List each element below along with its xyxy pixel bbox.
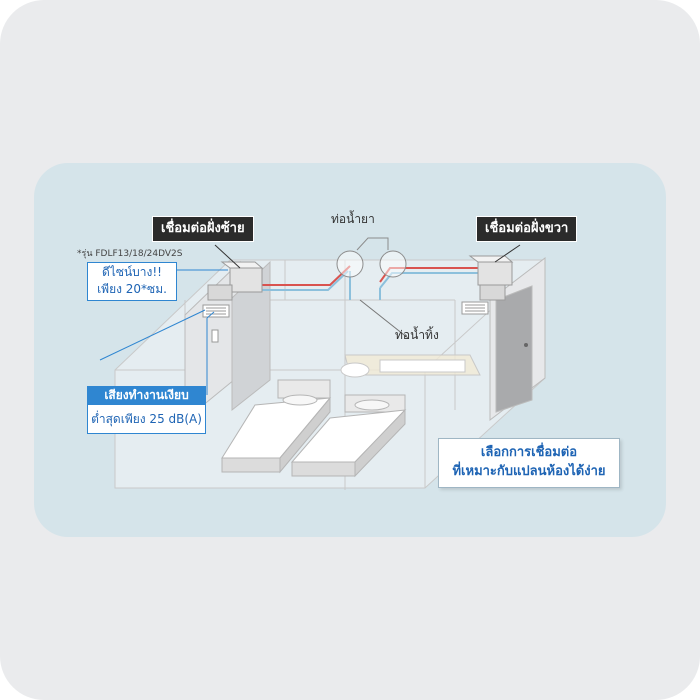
connection-callout: เลือกการเชื่อมต่อ ที่เหมาะกับแปลนห้องได้… <box>438 438 620 488</box>
thin-design-box: ดีไซน์บาง!! เพียง 20*ซม. <box>87 262 177 301</box>
callout-line2: ที่เหมาะกับแปลนห้องได้ง่าย <box>452 464 606 479</box>
thin-design-line1: ดีไซน์บาง!! <box>101 265 162 279</box>
callout-line1: เลือกการเชื่อมต่อ <box>480 445 578 460</box>
leader-lines <box>99 244 521 395</box>
connect-left-label: เชื่อมต่อฝั่งซ้าย <box>152 216 254 242</box>
ac-unit-left <box>202 261 264 318</box>
bathroom <box>340 354 481 378</box>
ac-unit-right <box>461 255 514 315</box>
twin-bed-right <box>290 394 407 478</box>
drain-pipe-label: ท่อน้ำทิ้ง <box>395 328 439 342</box>
thin-design-line2: เพียง 20*ซม. <box>97 282 167 296</box>
twin-bed-left <box>221 379 332 474</box>
quiet-value: ต่ำสุดเพียง 25 dB(A) <box>87 404 206 434</box>
connect-right-label: เชื่อมต่อฝั่งขวา <box>476 216 578 242</box>
refrigerant-pipe-label: ท่อน้ำยา <box>331 212 375 226</box>
quiet-header: เสียงทำงานเงียบ <box>87 386 206 404</box>
pipe-zoom-circles <box>336 237 407 278</box>
model-note: *รุ่น FDLF13/18/24DV2S <box>77 249 183 259</box>
